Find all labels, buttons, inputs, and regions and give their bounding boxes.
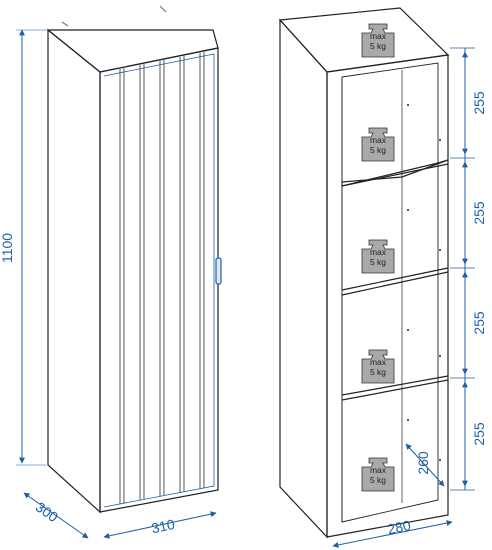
svg-text:max: max [370, 247, 387, 257]
cabinet-side-panel [47, 28, 101, 514]
shelf-3-back [341, 375, 449, 396]
svg-text:max: max [370, 31, 387, 41]
weight-badge-shelf-2: max 5 kg [361, 239, 395, 274]
svg-text:5 kg: 5 kg [370, 257, 386, 267]
weight-badge-top: max 5 kg [361, 23, 395, 58]
door-grooves [119, 52, 205, 504]
bottom-width-dim-line [332, 520, 453, 548]
left-dimensions [16, 29, 217, 539]
svg-text:5 kg: 5 kg [370, 367, 386, 377]
svg-text:max: max [370, 357, 387, 367]
open-shelf-unit [278, 7, 450, 539]
top-cap-right [159, 5, 167, 13]
compartment-label-4: 255 [471, 422, 487, 446]
compartment-label-3: 255 [471, 311, 487, 335]
inner-depth-label: 260 [415, 451, 431, 475]
shelf-1-edge [341, 163, 449, 187]
weight-badge-bottom: max 5 kg [361, 457, 395, 492]
top-cap-left [61, 21, 69, 27]
width-label: 310 [150, 516, 176, 537]
svg-text:5 kg: 5 kg [370, 145, 386, 155]
compartment-ticks [450, 47, 475, 491]
svg-text:5 kg: 5 kg [370, 475, 386, 485]
shelf-front-frame [326, 54, 449, 538]
weight-badge-shelf-3: max 5 kg [361, 349, 395, 384]
height-label: 1100 [0, 233, 15, 263]
door-handle [215, 257, 222, 285]
shelf-pins [407, 104, 441, 461]
svg-text:max: max [370, 465, 387, 475]
weight-badges: max 5 kg max 5 kg max 5 kg max 5 kg max … [361, 23, 395, 492]
depth-dim-line [23, 492, 89, 539]
bottom-width-label: 280 [386, 517, 412, 538]
compartment-label-1: 255 [471, 91, 487, 115]
svg-text:5 kg: 5 kg [370, 41, 386, 51]
shelf-2-back [341, 267, 449, 291]
door-frame [103, 53, 215, 508]
compartment-label-2: 255 [471, 201, 487, 225]
svg-text:max: max [370, 135, 387, 145]
shelf-1 [341, 159, 449, 187]
shelf-left-side [279, 18, 328, 539]
inner-depth-dim-line [405, 443, 445, 487]
closed-cabinet [46, 5, 222, 514]
shelf-3-edge [341, 379, 449, 401]
cabinet-front-door [99, 47, 219, 513]
shelf-2-edge [341, 271, 449, 296]
width-dim-line [103, 511, 217, 539]
weight-badge-shelf-1: max 5 kg [361, 127, 395, 162]
right-dimensions [332, 47, 475, 548]
